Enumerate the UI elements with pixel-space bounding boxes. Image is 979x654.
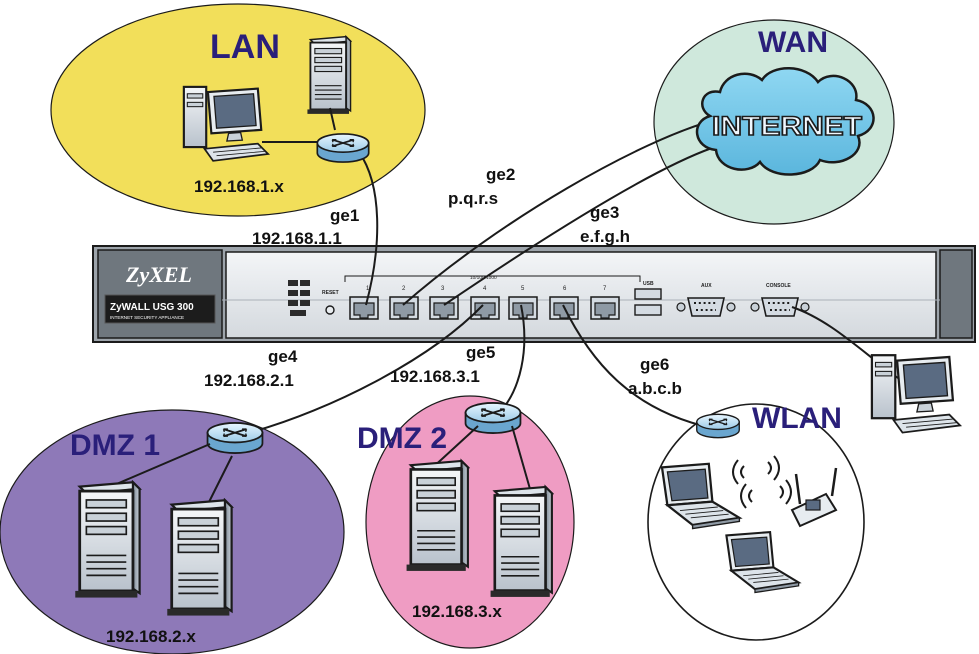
reset-button[interactable] [325, 305, 335, 315]
wlan-zone-background [647, 403, 865, 641]
ge2-label: ge2 [486, 165, 515, 184]
dmz1-hub-icon [206, 422, 264, 454]
model-name: ZyWALL USG 300 [110, 302, 194, 313]
cable-ge4 [251, 304, 484, 433]
usb-port-2[interactable] [634, 304, 662, 316]
internet-cloud: INTERNET [695, 67, 875, 176]
wlan-hub-icon [696, 413, 740, 439]
ge6-ip-label: a.b.c.b [628, 379, 682, 398]
ge4-label: ge4 [268, 347, 298, 366]
port-4[interactable]: 4 [470, 286, 500, 320]
dmz1-subnet-label: 192.168.2.x [106, 627, 196, 646]
port-number: 2 [402, 286, 406, 292]
port-3[interactable]: 3 [429, 286, 459, 320]
dmz2-server-1-icon [405, 459, 470, 573]
lan-subnet-label: 192.168.1.x [194, 177, 284, 196]
ge1-label: ge1 [330, 206, 359, 225]
labels: 192.168.1.x ge1 192.168.1.1 ge2 p.q.r.s … [106, 165, 682, 646]
port-number: 7 [603, 286, 607, 292]
reset-label: RESET [322, 290, 339, 296]
ge5-label: ge5 [466, 343, 495, 362]
ge2-ip-label: p.q.r.s [448, 189, 498, 208]
ge3-ip-label: e.f.g.h [580, 227, 630, 246]
port-2[interactable]: 2 [389, 286, 419, 320]
lan-hub-icon [316, 133, 370, 163]
wan-title: WAN [758, 26, 828, 59]
aux-label: AUX [701, 283, 712, 289]
usb-port-1[interactable] [634, 288, 662, 300]
port-5[interactable]: 5 [508, 286, 538, 320]
port-number: 1 [366, 286, 370, 292]
wlan-title: WLAN [752, 402, 842, 435]
ge6-label: ge6 [640, 355, 669, 374]
lan-title: LAN [210, 28, 280, 66]
port-1[interactable]: 1 [349, 286, 379, 320]
console-pc-icon [870, 354, 962, 434]
port-number: 6 [563, 286, 567, 292]
dmz1-title: DMZ 1 [70, 429, 160, 462]
port-number: 5 [521, 286, 525, 292]
dmz2-title: DMZ 2 [357, 422, 447, 455]
internet-label: INTERNET [712, 111, 863, 141]
port-number: 4 [483, 286, 487, 292]
brand-logo: ZyXEL [125, 262, 192, 287]
ge1-ip-label: 192.168.1.1 [252, 229, 342, 248]
wlan-zone: WLAN [647, 402, 865, 641]
status-leds [288, 280, 310, 316]
ge5-ip-label: 192.168.3.1 [390, 367, 480, 386]
ge4-ip-label: 192.168.2.1 [204, 371, 294, 390]
cable-ge1 [358, 151, 379, 306]
ethernet-ports: 1 2 3 4 5 6 7 [349, 286, 620, 320]
cable-ge6 [562, 304, 713, 429]
cable-ge2 [402, 119, 716, 306]
dmz1-server-2-icon [165, 498, 233, 617]
cable-ge3 [443, 147, 713, 306]
wifi-waves-icon [732, 455, 792, 509]
lan-server-icon [306, 35, 352, 115]
port-7[interactable]: 7 [590, 286, 620, 320]
dmz2-subnet-label: 192.168.3.x [412, 602, 502, 621]
ge3-label: ge3 [590, 203, 619, 222]
dmz1-server-1-icon [73, 480, 141, 599]
access-point-icon [790, 467, 838, 528]
model-subtitle: INTERNET SECURITY APPLIANCE [110, 315, 184, 320]
port-number: 3 [441, 286, 445, 292]
usb-label: USB [643, 281, 654, 287]
zywall-device: ZyXEL ZyWALL USG 300 INTERNET SECURITY A… [92, 245, 976, 343]
console-label: CONSOLE [766, 283, 791, 289]
dmz2-server-2-icon [489, 485, 554, 599]
port-6[interactable]: 6 [549, 286, 579, 320]
